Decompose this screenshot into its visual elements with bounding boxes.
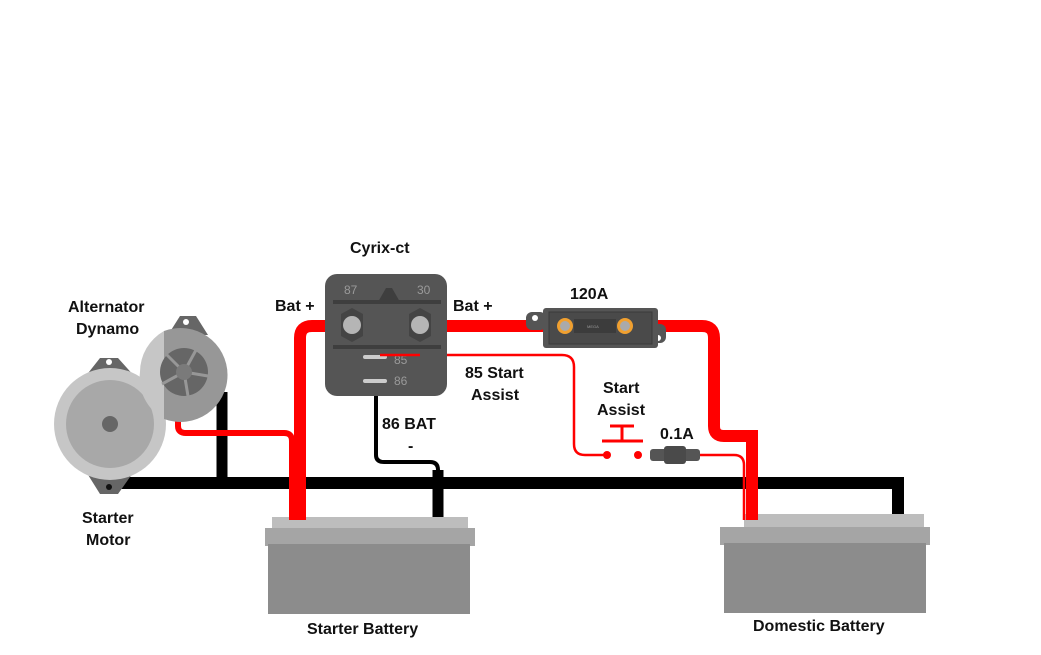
positive-wiring: [175, 320, 758, 520]
pin86-label-2: -: [408, 438, 413, 455]
bat-plus-left-label: Bat +: [275, 298, 315, 315]
starter-motor-icon: [54, 358, 166, 494]
pin85-label-1: 85 Start: [465, 365, 524, 382]
cyrix-relay: 87 30 85 86: [325, 274, 447, 396]
starter-battery: [265, 517, 475, 614]
alternator-icon: [139, 316, 228, 422]
pin86-label-1: 86 BAT: [382, 416, 436, 433]
pin-87-label: 87: [344, 283, 358, 297]
switch-label-1: Start: [603, 380, 640, 397]
alternator-label-2: Dynamo: [76, 321, 139, 338]
negative-wiring: [108, 385, 904, 520]
starter-label-1: Starter: [82, 510, 134, 527]
fuse-marking: MEGA: [587, 324, 599, 329]
start-assist-switch: [602, 424, 643, 459]
domestic-battery-label: Domestic Battery: [753, 618, 885, 635]
relay-name: Cyrix-ct: [350, 240, 410, 257]
labels: Cyrix-ct Bat + Bat + 120A 85 Start Assis…: [68, 240, 885, 638]
starter-battery-label: Starter Battery: [307, 621, 418, 638]
domestic-battery: [720, 514, 930, 613]
small-fuse-label: 0.1A: [660, 426, 694, 443]
alternator-label-1: Alternator: [68, 299, 144, 316]
inline-fuse-icon: [650, 446, 700, 464]
switch-label-2: Assist: [597, 402, 646, 419]
pin85-label-2: Assist: [471, 387, 520, 404]
pin-85-label: 85: [394, 353, 408, 367]
starter-label-2: Motor: [86, 532, 130, 549]
pin-86-label: 86: [394, 374, 408, 388]
mega-fuse-120a: MEGA: [526, 308, 666, 348]
main-fuse-label: 120A: [570, 286, 609, 303]
pin-30-label: 30: [417, 283, 431, 297]
bat-plus-right-label: Bat +: [453, 298, 493, 315]
